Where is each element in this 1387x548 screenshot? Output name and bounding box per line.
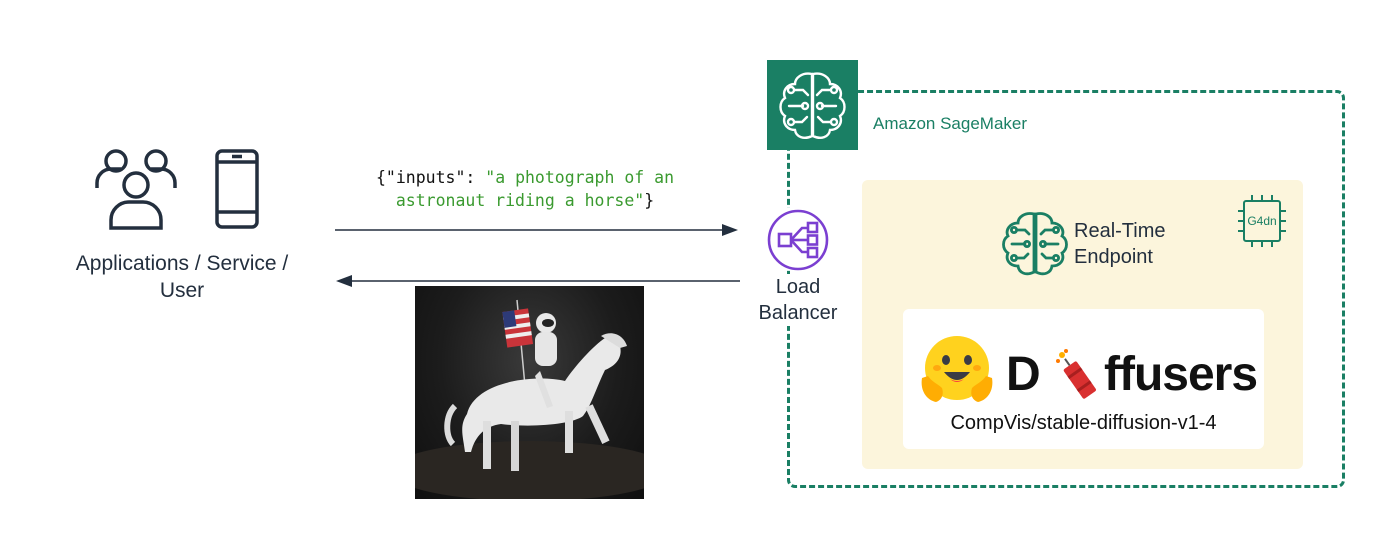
firecracker-icon [1056,349,1096,399]
sagemaker-icon-box [767,60,858,150]
endpoint-label: Real-Time Endpoint [1074,218,1166,270]
endpoint-brain-icon [1002,212,1068,276]
hugging-face-icon [921,336,993,402]
client-label-line1: Applications / Service / [75,252,289,275]
astronaut-riding-horse-photo [390,286,670,501]
load-balancer-label-line1: Load [775,276,821,298]
request-value-line2: astronaut riding a horse" [395,191,645,210]
client-label-line2: User [159,279,205,302]
sagemaker-label: Amazon SageMaker [873,114,1028,133]
request-value-line1: "a photograph of an [485,168,675,187]
users-icon [95,149,177,230]
response-arrow [336,275,740,287]
request-arrow [335,224,738,236]
load-balancer-label: Load Balancer [746,274,850,326]
instance-type-label: G4dn [1247,214,1276,228]
sagemaker-brain-icon [779,72,846,139]
load-balancer-label-line2: Balancer [758,302,838,324]
endpoint-label-line2: Endpoint [1074,246,1153,268]
request-close: } [644,191,655,210]
load-balancer-icon [767,209,829,271]
endpoint-label-line1: Real-Time [1074,220,1166,242]
model-id-label: CompVis/stable-diffusion-v1-4 [950,412,1217,434]
request-key: {"inputs": [375,168,486,187]
diffusers-word-d: D [1006,348,1041,401]
client-label: Applications / Service / User [52,250,312,304]
request-json: {"inputs": "a photograph of an astronaut … [330,166,720,212]
mobile-phone-icon [215,149,259,229]
gpu-instance-icon: G4dn [1238,195,1286,247]
diffusers-word-rest: ffusers [1104,348,1258,401]
